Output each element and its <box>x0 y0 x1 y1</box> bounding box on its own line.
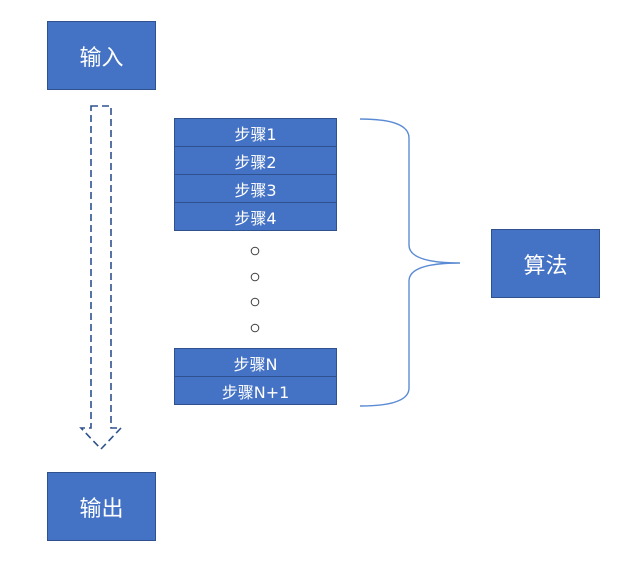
step-label: 步骤N+1 <box>221 382 290 402</box>
ellipsis-dot <box>250 272 260 282</box>
ellipsis-dot <box>250 323 260 333</box>
output-label: 输出 <box>79 496 124 522</box>
step-label: 步骤4 <box>234 208 277 228</box>
output-node: 输出 <box>47 472 156 541</box>
curly-brace <box>359 118 461 407</box>
steps-stack-bottom: 步骤N 步骤N+1 <box>174 348 337 405</box>
step-label: 步骤2 <box>234 152 277 172</box>
step-box-2: 步骤2 <box>174 146 337 175</box>
step-box-4: 步骤4 <box>174 202 337 231</box>
ellipsis-dot <box>250 246 260 256</box>
step-label: 步骤1 <box>234 124 277 144</box>
input-node: 输入 <box>47 21 156 90</box>
step-label: 步骤3 <box>234 180 277 200</box>
step-label: 步骤N <box>233 354 278 374</box>
dashed-down-arrow <box>79 105 123 451</box>
input-label: 输入 <box>79 45 124 71</box>
algorithm-node: 算法 <box>491 229 600 298</box>
ellipsis-dot <box>250 297 260 307</box>
steps-stack-top: 步骤1 步骤2 步骤3 步骤4 <box>174 118 337 231</box>
step-box-n-plus-1: 步骤N+1 <box>174 376 337 405</box>
step-box-n: 步骤N <box>174 348 337 377</box>
algorithm-label: 算法 <box>523 253 568 279</box>
